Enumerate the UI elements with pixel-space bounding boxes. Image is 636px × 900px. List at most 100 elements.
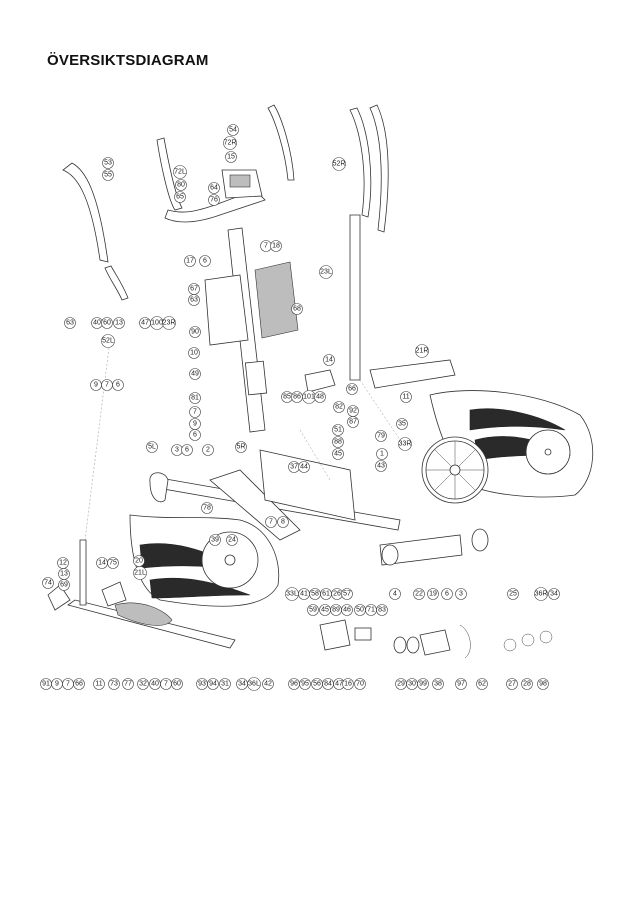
part-label: 92	[347, 405, 359, 417]
part-label-text: 46	[343, 607, 351, 614]
part-label-text: 11	[95, 681, 102, 688]
part-label-text: 21L	[134, 570, 146, 577]
part-label-circle	[247, 677, 261, 691]
part-label-text: 15	[227, 154, 235, 161]
part-label: 30	[406, 678, 418, 690]
part-label: 70	[354, 678, 366, 690]
part-label-text: 41	[300, 591, 308, 598]
part-label: 87	[347, 416, 359, 428]
part-label: 60	[101, 317, 113, 329]
part-label-text: 52L	[102, 338, 114, 345]
part-label-text: 45	[334, 451, 342, 458]
part-label: 52L	[101, 334, 115, 348]
part-label: 61	[320, 588, 332, 600]
part-label-text: 85	[283, 394, 291, 401]
part-label: 56	[311, 678, 323, 690]
part-label-text: 5L	[148, 444, 156, 451]
part-label-text: 91	[42, 681, 50, 688]
part-label-circle	[227, 124, 239, 136]
part-label: 11	[400, 391, 412, 403]
part-label-circle	[347, 416, 359, 428]
part-label-circle	[270, 240, 282, 252]
part-label-text: 7	[269, 519, 273, 526]
part-label-text: 26	[333, 591, 341, 598]
part-label-circle	[332, 436, 344, 448]
part-label: 55	[102, 169, 114, 181]
part-label: 86	[291, 391, 303, 403]
part-label-text: 14	[325, 357, 333, 364]
part-label-circle	[199, 255, 211, 267]
part-label: 53	[102, 157, 114, 169]
part-label-circle	[42, 577, 54, 589]
part-label-text: 25	[509, 591, 517, 598]
part-label-text: 28	[523, 681, 531, 688]
part-label: 91	[40, 678, 52, 690]
part-label-circle	[314, 391, 326, 403]
part-label-circle	[189, 429, 201, 441]
part-label: 84	[322, 678, 334, 690]
part-label: 28	[521, 678, 533, 690]
part-label: 95	[299, 678, 311, 690]
part-label: 4	[389, 588, 401, 600]
part-label-text: 40	[93, 320, 101, 327]
part-label-text: 20	[135, 558, 143, 565]
part-label: 20	[133, 555, 145, 567]
part-label-text: 6	[445, 591, 449, 598]
part-label: 58	[309, 588, 321, 600]
part-label-circle	[184, 255, 196, 267]
part-label-text: 42	[264, 681, 272, 688]
part-label-text: 71	[367, 607, 375, 614]
part-label-circle	[342, 678, 354, 690]
part-label: 33L	[285, 587, 299, 601]
part-label: 21R	[415, 344, 429, 358]
part-label-text: 34	[238, 681, 246, 688]
part-label: 45	[319, 604, 331, 616]
part-label-text: 55	[104, 172, 112, 179]
part-label-text: 23L	[320, 269, 332, 276]
part-label: 73	[108, 678, 120, 690]
part-label: 72L	[173, 165, 187, 179]
part-label: 9	[90, 379, 102, 391]
part-label-text: 57	[343, 591, 351, 598]
part-label-text: 7	[193, 409, 197, 416]
part-label: 82	[333, 401, 345, 413]
part-label-circle	[93, 678, 105, 690]
part-label-circle	[537, 678, 549, 690]
part-label: 2	[202, 444, 214, 456]
part-label-text: 29	[397, 681, 405, 688]
part-label-circle	[307, 604, 319, 616]
part-label: 27	[506, 678, 518, 690]
part-label-circle	[298, 461, 310, 473]
part-label: 96	[288, 678, 300, 690]
part-label-text: 54	[229, 127, 237, 134]
part-label-circle	[207, 678, 219, 690]
part-label-circle	[548, 588, 560, 600]
part-label-text: 51	[334, 427, 342, 434]
part-label: 99	[417, 678, 429, 690]
part-label: 39	[209, 534, 221, 546]
part-label-text: 31	[221, 681, 229, 688]
part-label: 88	[332, 436, 344, 448]
part-label-text: 24	[228, 537, 236, 544]
part-label-text: 59	[309, 607, 317, 614]
part-label-text: 95	[301, 681, 309, 688]
part-label-text: 64	[210, 185, 218, 192]
part-label-text: 38	[434, 681, 442, 688]
part-label-circle	[323, 354, 335, 366]
part-label-text: 6	[193, 432, 197, 439]
part-label: 14	[96, 557, 108, 569]
part-label: 41	[298, 588, 310, 600]
part-label-circle	[73, 678, 85, 690]
part-label-circle	[223, 136, 237, 150]
part-label-circle	[137, 678, 149, 690]
main-mast	[204, 227, 299, 433]
part-label-text: 27	[508, 681, 516, 688]
part-label: 68	[291, 303, 303, 315]
part-label: 40	[149, 678, 161, 690]
part-label: 13	[113, 317, 125, 329]
part-label: 12	[57, 557, 69, 569]
part-label-circle	[507, 588, 519, 600]
part-label: 23L	[319, 265, 333, 279]
part-label: 59	[307, 604, 319, 616]
part-label-text: 43	[377, 463, 385, 470]
